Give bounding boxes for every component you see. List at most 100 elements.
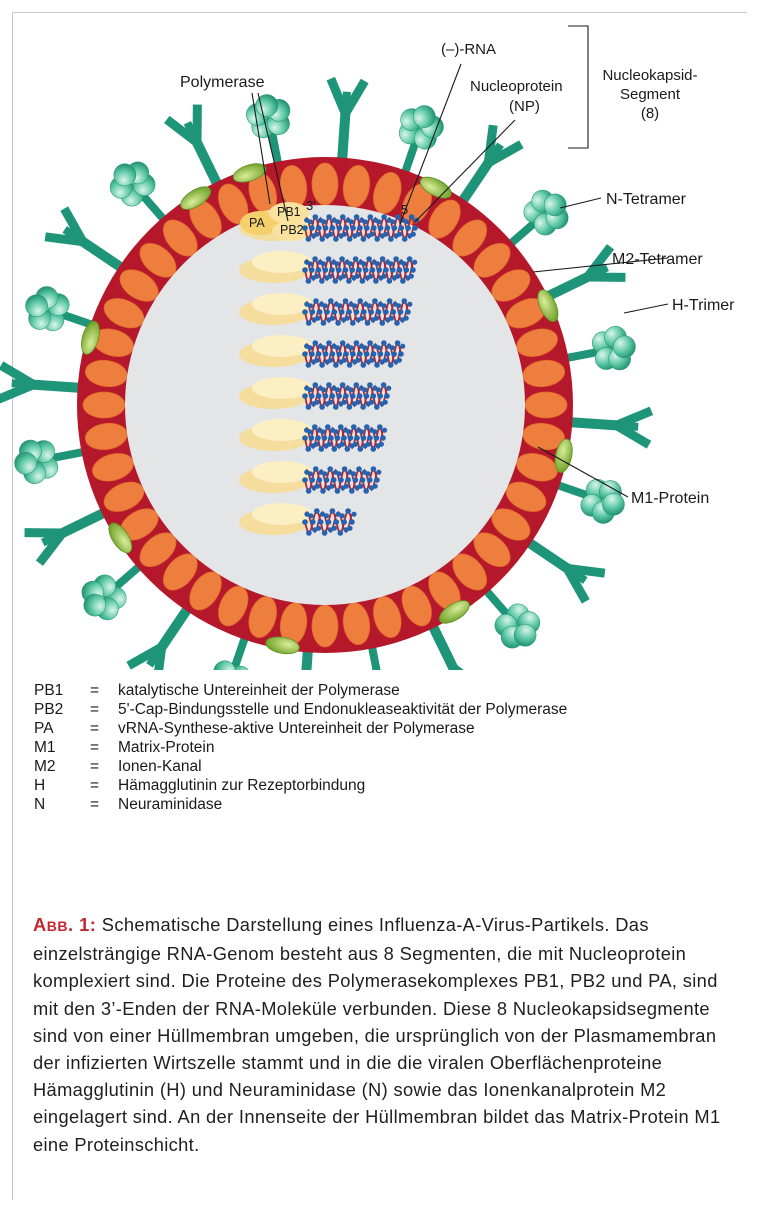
np-bead bbox=[341, 274, 346, 279]
np-bead bbox=[398, 351, 404, 357]
np-bead bbox=[347, 236, 353, 242]
figure-caption: ABB. 1: Schematische Darstellung eines I… bbox=[33, 911, 733, 1158]
np-bead bbox=[395, 274, 400, 279]
np-bead bbox=[368, 309, 374, 315]
np-bead bbox=[340, 214, 346, 220]
np-bead bbox=[328, 400, 333, 405]
np-bead bbox=[389, 316, 394, 321]
np-bead bbox=[314, 358, 319, 363]
np-bead bbox=[340, 513, 345, 518]
np-bead bbox=[346, 429, 351, 434]
np-bead bbox=[383, 267, 389, 273]
np-bead bbox=[354, 435, 360, 441]
np-bead bbox=[351, 471, 356, 476]
np-bead bbox=[314, 442, 319, 447]
legend-row: PB1=katalytische Untereinheit der Polyme… bbox=[34, 681, 734, 700]
label-m1-protein: M1-Protein bbox=[631, 490, 709, 507]
np-bead bbox=[309, 477, 315, 483]
np-bead bbox=[381, 382, 387, 388]
np-bead bbox=[319, 236, 325, 242]
np-bead bbox=[326, 382, 332, 388]
np-bead bbox=[349, 219, 354, 224]
legend-row: M2=Ionen-Kanal bbox=[34, 757, 734, 776]
m1-protein-unit bbox=[525, 392, 567, 418]
np-bead bbox=[310, 519, 316, 525]
caption-label-number: . 1: bbox=[68, 914, 96, 935]
np-bead bbox=[356, 358, 361, 363]
np-bead bbox=[342, 232, 347, 237]
np-bead bbox=[371, 466, 377, 472]
np-bead bbox=[323, 393, 329, 399]
np-bead bbox=[372, 298, 378, 304]
np-bead bbox=[391, 309, 397, 315]
np-bead bbox=[358, 446, 364, 452]
np-bead bbox=[308, 471, 313, 476]
np-bead bbox=[349, 345, 354, 350]
influenza-virus-diagram: PAPB1PB2 Polymerase (–)-RNA Nucleoprotei… bbox=[0, 0, 759, 670]
np-bead bbox=[345, 316, 350, 321]
np-bead bbox=[306, 320, 312, 326]
label-5-prime-end: 5 bbox=[401, 202, 408, 217]
np-bead bbox=[326, 519, 332, 525]
np-bead bbox=[332, 309, 338, 315]
np-bead bbox=[377, 424, 383, 430]
np-bead bbox=[324, 477, 330, 483]
np-bead bbox=[330, 351, 336, 357]
np-bead bbox=[337, 351, 343, 357]
np-bead bbox=[386, 386, 391, 391]
label-nucleoprotein: Nucleoprotein bbox=[470, 78, 563, 95]
np-bead bbox=[364, 393, 370, 399]
np-bead bbox=[411, 232, 416, 237]
np-bead bbox=[318, 519, 324, 525]
np-bead bbox=[344, 225, 350, 231]
np-bead bbox=[322, 435, 328, 441]
np-bead bbox=[360, 477, 366, 483]
np-bead bbox=[335, 435, 341, 441]
np-bead bbox=[343, 267, 349, 273]
np-bead bbox=[328, 232, 333, 237]
np-bead bbox=[309, 393, 315, 399]
m1-protein-unit bbox=[312, 605, 338, 647]
np-bead bbox=[357, 298, 363, 304]
np-bead bbox=[389, 261, 394, 266]
np-bead bbox=[329, 267, 335, 273]
np-bead bbox=[368, 214, 374, 220]
np-bead bbox=[343, 351, 349, 357]
np-bead bbox=[356, 232, 361, 237]
np-bead bbox=[407, 256, 413, 262]
hemagglutinin-trimer bbox=[559, 405, 651, 445]
np-bead bbox=[342, 466, 348, 472]
np-bead bbox=[376, 345, 381, 350]
np-bead bbox=[393, 256, 399, 262]
np-bead bbox=[362, 387, 367, 392]
np-bead bbox=[353, 477, 359, 483]
hemagglutinin-trimer bbox=[325, 79, 365, 171]
np-bead bbox=[330, 316, 335, 321]
legend-abbreviation: M2 bbox=[34, 757, 90, 776]
legend-abbreviation: PB1 bbox=[34, 681, 90, 700]
np-bead bbox=[374, 404, 380, 410]
np-bead bbox=[371, 351, 377, 357]
np-bead bbox=[335, 219, 340, 224]
np-bead bbox=[322, 530, 328, 536]
np-bead bbox=[328, 435, 334, 441]
np-bead bbox=[329, 484, 334, 489]
np-bead bbox=[383, 309, 389, 315]
np-bead bbox=[320, 488, 326, 494]
np-bead bbox=[340, 340, 346, 346]
legend-description: Ionen-Kanal bbox=[118, 757, 734, 776]
np-bead bbox=[325, 424, 331, 430]
np-bead bbox=[371, 225, 377, 231]
np-bead bbox=[395, 340, 401, 346]
np-bead bbox=[316, 267, 322, 273]
np-bead bbox=[345, 508, 351, 514]
np-bead bbox=[308, 261, 313, 266]
np-bead bbox=[367, 303, 372, 308]
np-bead bbox=[321, 219, 326, 224]
np-bead bbox=[343, 393, 349, 399]
leader-h-trimer bbox=[624, 304, 668, 313]
np-bead bbox=[308, 345, 313, 350]
np-bead bbox=[328, 358, 333, 363]
np-bead bbox=[364, 225, 370, 231]
np-bead bbox=[309, 225, 315, 231]
